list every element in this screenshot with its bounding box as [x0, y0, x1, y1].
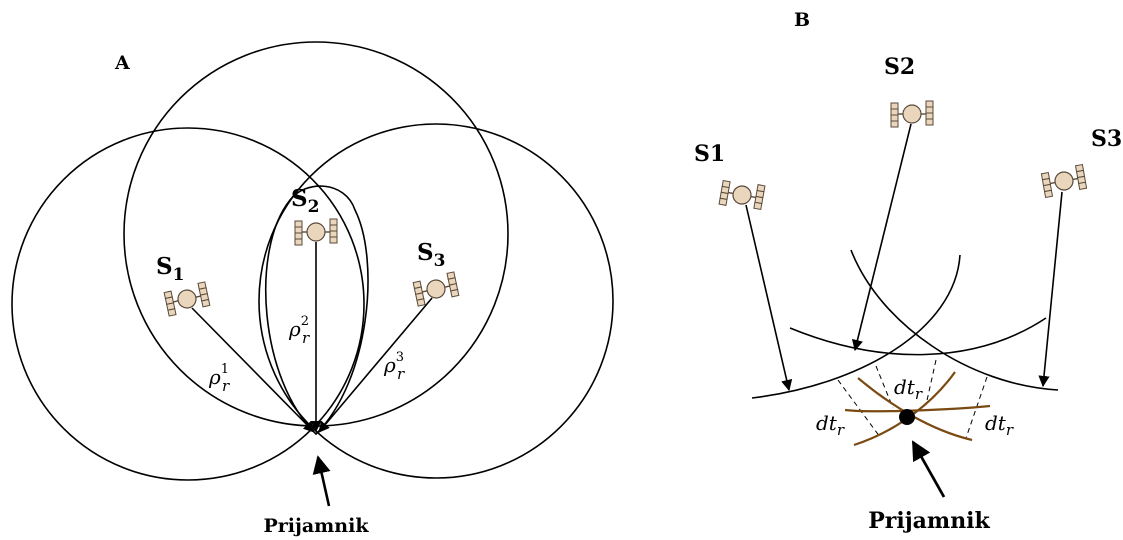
signal-arrow-1	[745, 204, 793, 392]
receiver-label-b: Prijamnik	[868, 508, 990, 534]
satellite-icon-s1	[718, 177, 766, 213]
clock-error-label-top: dtr	[894, 375, 923, 403]
offset-dash-3	[925, 359, 937, 406]
range-circle-inner	[264, 185, 369, 436]
pseudorange-arc-3	[850, 249, 1059, 391]
satellite-label-s1: S1	[156, 253, 184, 285]
offset-dash-1	[837, 379, 881, 438]
receiver-position-dot	[899, 409, 915, 425]
clock-error-label-right: dtr	[985, 411, 1014, 439]
satellite-label-s3: S3	[417, 239, 445, 271]
pseudorange-arc-2	[789, 317, 1047, 356]
range-arrow-1	[191, 307, 315, 433]
receiver-pointer-arrow-a	[312, 455, 331, 507]
satellite-icon-s2	[890, 100, 934, 128]
satellite-label-s1: S1	[694, 141, 725, 167]
satellite-icon-s3	[1040, 163, 1088, 199]
panel-a-label: A	[114, 52, 130, 74]
offset-dash-2	[875, 365, 894, 409]
range-arrow-3	[318, 297, 433, 433]
panel-b: B S1 S2 S3 dtr dtr dtr	[694, 9, 1122, 534]
range-circle-1	[11, 127, 365, 481]
satellite-icon-s1	[163, 281, 211, 317]
satellite-label-s3: S3	[1091, 126, 1122, 152]
corrected-arc-1	[844, 404, 991, 413]
satellite-icon-s3	[412, 271, 460, 307]
signal-arrow-3	[1038, 191, 1063, 388]
range-circle-3	[258, 123, 614, 479]
offset-dash-4	[965, 376, 988, 439]
satellite-icon-s2	[294, 218, 338, 246]
satellite-label-s2: S2	[884, 54, 915, 80]
satellite-label-s2: S2	[291, 185, 319, 217]
signal-arrow-2	[851, 123, 912, 352]
pseudorange-arc-1	[751, 254, 961, 399]
receiver-label-a: Prijamnik	[263, 515, 369, 537]
receiver-pointer-arrow-b	[911, 440, 946, 498]
clock-error-label-left: dtr	[816, 411, 845, 439]
panel-b-label: B	[794, 9, 810, 31]
corrected-arc-3	[853, 371, 956, 447]
